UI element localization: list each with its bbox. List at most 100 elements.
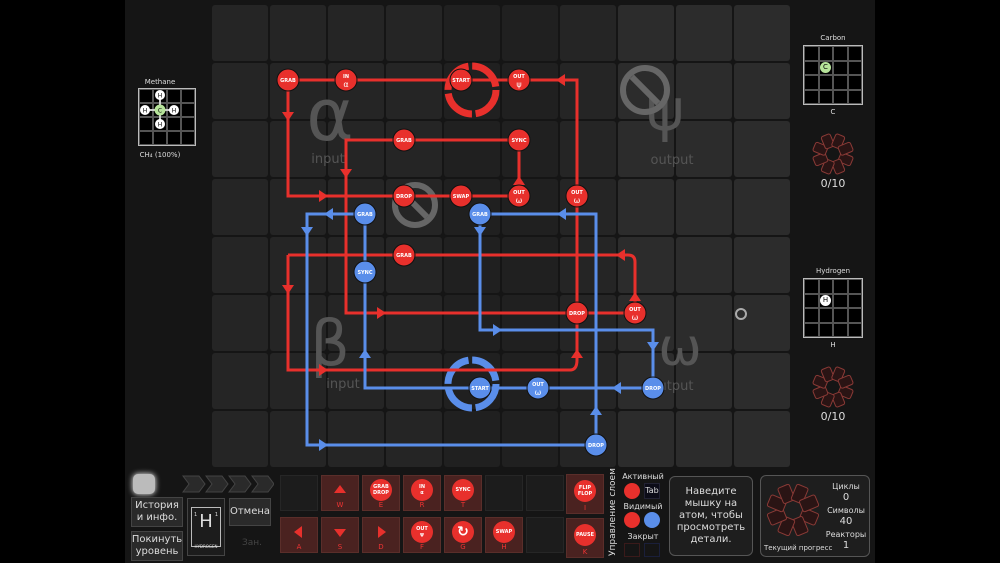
grid-cell[interactable] [444,411,500,467]
grid-cell[interactable] [560,179,616,235]
grid-cell[interactable] [676,5,732,61]
atom-hydrogen[interactable] [140,105,150,115]
instruction-grab[interactable]: GRAB [276,68,300,92]
arrow-right-instruction-button[interactable]: D [362,517,400,553]
grid-cell[interactable] [502,237,558,293]
grid-cell[interactable] [734,295,790,351]
grid-cell[interactable] [502,121,558,177]
grid-cell[interactable] [560,63,616,119]
grid-cell[interactable] [560,121,616,177]
direction-arrow-r[interactable] [319,364,328,376]
atom-carbon[interactable] [154,104,166,116]
tab-key-button[interactable]: Tab [644,483,660,499]
grid-cell[interactable] [328,121,384,177]
grid-cell[interactable] [560,237,616,293]
speed-chevrons[interactable] [182,475,274,493]
atom-hydrogen[interactable] [155,119,165,129]
closed-red-toggle[interactable] [624,543,640,557]
grid-cell[interactable] [734,121,790,177]
grid-cell[interactable] [618,121,674,177]
atom-hydrogen[interactable] [169,105,179,115]
closed-blue-toggle[interactable] [644,543,660,557]
instruction-drop[interactable]: DROP [584,433,608,457]
grid-cell[interactable] [618,411,674,467]
grid-cell[interactable] [270,353,326,409]
direction-arrow-l[interactable] [556,74,565,86]
direction-arrow-u[interactable] [571,349,583,358]
direction-arrow-u[interactable] [590,406,602,415]
direction-arrow-u[interactable] [359,349,371,358]
grid-cell[interactable] [270,237,326,293]
direction-arrow-d[interactable] [282,112,294,121]
grid-cell[interactable] [328,353,384,409]
direction-arrow-d[interactable] [301,227,313,236]
pin-button[interactable] [133,474,155,494]
grid-cell[interactable] [502,5,558,61]
grid-cell[interactable] [270,411,326,467]
grid-cell[interactable] [444,121,500,177]
direction-arrow-r[interactable] [377,307,386,319]
grid-cell[interactable] [502,411,558,467]
grid-cell[interactable] [444,5,500,61]
output-atom[interactable]: C [820,62,831,73]
grid-cell[interactable] [386,411,442,467]
grid-cell[interactable] [502,63,558,119]
grid-cell[interactable] [212,121,268,177]
grid-cell[interactable] [386,237,442,293]
instruction-in[interactable]: INα [334,68,358,92]
instruction-grab[interactable]: GRAB [353,202,377,226]
grid-cell[interactable] [212,411,268,467]
grid-cell[interactable] [676,411,732,467]
instruction-grab[interactable]: GRAB [392,128,416,152]
grid-cell[interactable] [618,179,674,235]
grid-cell[interactable] [502,295,558,351]
direction-arrow-l[interactable] [616,249,625,261]
instruction-start[interactable]: START [468,376,492,400]
grid-cell[interactable] [734,179,790,235]
grid-cell[interactable] [676,353,732,409]
grid-cell[interactable] [734,411,790,467]
grid-cell[interactable] [734,5,790,61]
grid-cell[interactable] [386,5,442,61]
visible-blue-toggle[interactable] [644,512,660,528]
direction-arrow-d[interactable] [340,169,352,178]
grid-cell[interactable] [502,179,558,235]
arrow-down-instruction-button[interactable]: S [321,517,359,553]
visible-red-toggle[interactable] [624,512,640,528]
grid-cell[interactable] [212,295,268,351]
instruction-swap[interactable]: SWAP [449,184,473,208]
direction-arrow-r[interactable] [319,190,328,202]
grid-cell[interactable] [560,353,616,409]
instruction-start[interactable]: START [449,68,473,92]
grid-cell[interactable] [328,5,384,61]
instruction-grab[interactable]: GRAB [468,202,492,226]
grid-cell[interactable] [328,411,384,467]
grid-cell[interactable] [270,179,326,235]
instruction-drop[interactable]: DROP [392,184,416,208]
grid-cell[interactable] [212,63,268,119]
direction-arrow-r[interactable] [319,439,328,451]
grid-cell[interactable] [386,295,442,351]
instruction-drop[interactable]: DROP [565,301,589,325]
grid-cell[interactable] [386,121,442,177]
grid-cell[interactable] [676,237,732,293]
grid-cell[interactable] [676,63,732,119]
instruction-sync[interactable]: SYNC [353,260,377,284]
grid-cell[interactable] [328,295,384,351]
direction-arrow-l[interactable] [557,208,566,220]
direction-arrow-d[interactable] [282,285,294,294]
grid-cell[interactable] [444,237,500,293]
pause-button[interactable]: PAUSE K [566,518,604,558]
instruction-sync[interactable]: SYNC [507,128,531,152]
history-info-button[interactable]: История и инфо. [131,497,183,527]
